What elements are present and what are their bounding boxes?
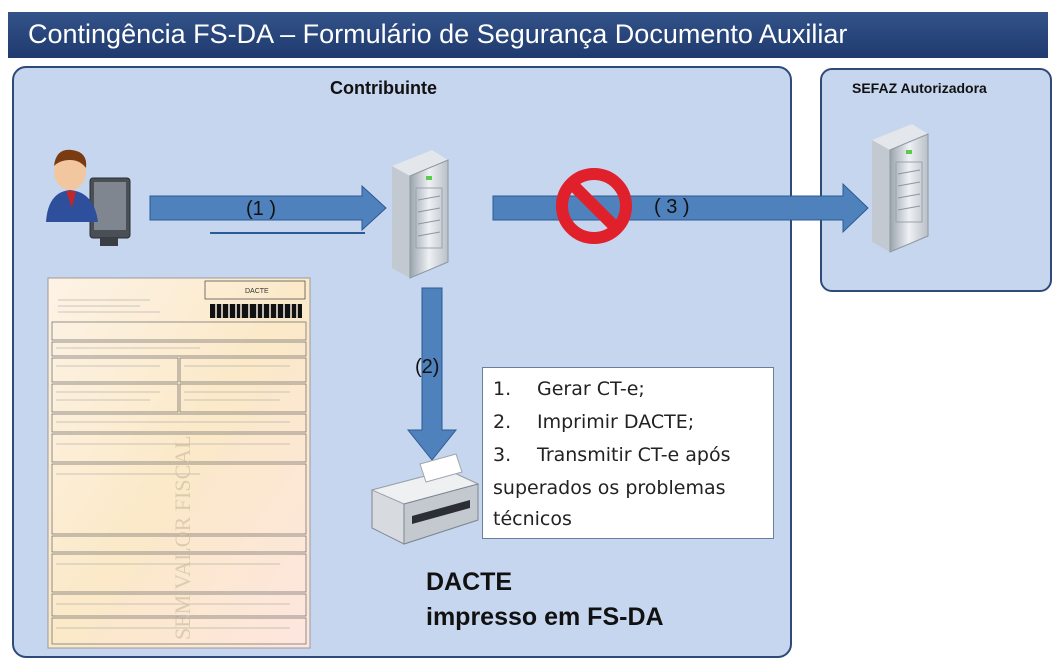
- sefaz-panel: [820, 68, 1052, 292]
- step-3-number: 3.: [493, 444, 512, 466]
- arrow-1: [149, 184, 387, 234]
- step-3-continued-1: superados os problemas: [493, 477, 726, 499]
- title-bar: Contingência FS-DA – Formulário de Segur…: [8, 12, 1048, 58]
- document-header-label: DACTE: [245, 288, 269, 295]
- blocked-icon: [556, 168, 632, 244]
- sefaz-label: SEFAZ Autorizadora: [852, 80, 987, 96]
- step-2-number: 2.: [493, 411, 512, 433]
- step-3: Transmitir CT-e após: [537, 444, 731, 466]
- step-1: Gerar CT-e;: [537, 378, 645, 400]
- steps-box: 1. Gerar CT-e; 2. Imprimir DACTE; 3. Tra…: [482, 367, 774, 539]
- document-icon: DACTE: [47, 277, 311, 649]
- sefaz-server-icon: [872, 124, 929, 253]
- arrow-2: [406, 287, 458, 461]
- document-watermark: SEM VALOR FISCAL: [170, 435, 195, 640]
- contribuinte-label: Contribuinte: [330, 78, 437, 98]
- user-at-computer-icon: [46, 149, 131, 246]
- step-1-number: 1.: [493, 378, 512, 400]
- server-icon: [392, 150, 449, 279]
- caption-line-1: DACTE: [426, 568, 513, 596]
- arrow-2-label: (2): [415, 356, 440, 378]
- arrow-3-label: ( 3 ): [654, 196, 690, 218]
- caption-line-2: impresso em FS-DA: [426, 603, 664, 631]
- step-2: Imprimir DACTE;: [537, 411, 695, 433]
- printer-icon: [370, 453, 480, 545]
- page-title: Contingência FS-DA – Formulário de Segur…: [28, 19, 848, 49]
- step-3-continued-2: técnicos: [493, 508, 572, 530]
- arrow-1-label: (1 ): [246, 198, 276, 220]
